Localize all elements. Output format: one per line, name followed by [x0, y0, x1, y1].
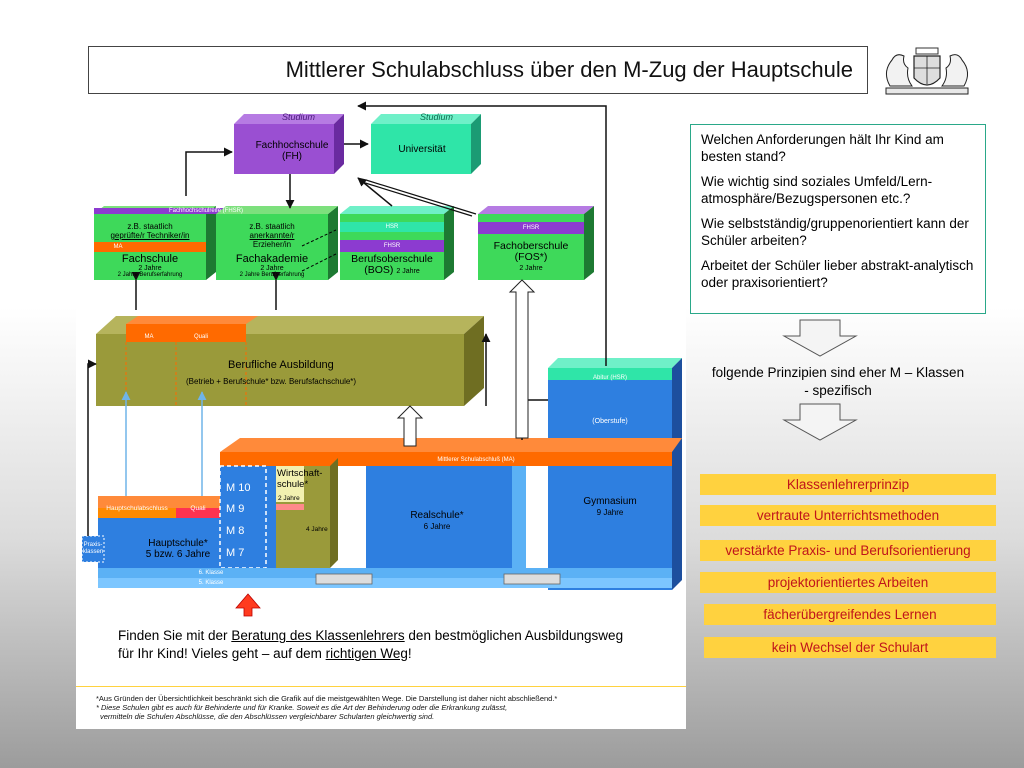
abitur-label: Abitur (HSR): [592, 375, 627, 381]
praxisklassen-label: Praxis-klassen: [82, 542, 104, 555]
fachakademie-name: Fachakademie: [235, 253, 309, 265]
footnote-2: * Diese Schulen gibt es auch für Behinde…: [96, 703, 508, 712]
ausbildung-name: Berufliche Ausbildung: [228, 359, 334, 371]
advice-text-1: Finden Sie mit der: [118, 628, 232, 643]
principle-unterrichtsmethoden: vertraute Unterrichtsmethoden: [700, 505, 996, 526]
fachschule-name: Fachschule: [121, 253, 179, 265]
footnote-3: vermitteln die Schulen Abschlüsse, die d…: [100, 712, 435, 721]
principle-faecheruebergreifend: fächerübergreifendes Lernen: [704, 604, 996, 625]
questions-box: Welchen Anforderungen hält Ihr Kind am b…: [690, 124, 986, 314]
gymnasium-years: 9 Jahre: [596, 508, 624, 517]
principle-berufsorientierung: verstärkte Praxis- und Berufsorientierun…: [700, 540, 996, 561]
question-1: Welchen Anforderungen hält Ihr Kind am b…: [701, 132, 944, 164]
fh-label: Fachhochschule (FH): [252, 140, 332, 162]
advice-link-richtiger-weg[interactable]: richtigen Weg: [325, 646, 408, 661]
hauptschule-label: Hauptschule* 5 bzw. 6 Jahre: [136, 538, 220, 560]
fachakademie-label: z.B. staatlich anerkannte/r Erzieher/in: [220, 222, 324, 249]
bos-hsr: HSR: [385, 224, 399, 230]
m-class-8: M 8: [226, 525, 245, 537]
m-class-7: M 7: [226, 547, 245, 559]
hauptschule-years: 5 bzw. 6 Jahre: [145, 549, 211, 560]
gymnasium-name: Gymnasium: [583, 496, 637, 507]
title-box: Mittlerer Schulabschluss über den M-Zug …: [88, 46, 868, 94]
down-arrow-icon: [782, 319, 858, 357]
studium-label-fh: Studium: [282, 112, 316, 122]
question-3: Wie selbstständig/gruppenorientiert kann…: [701, 216, 969, 248]
studium-label-uni: Studium: [420, 112, 454, 122]
fachakademie-line2: anerkannte/r: [249, 231, 295, 240]
universitaet-label: Universität: [398, 144, 446, 155]
fos-label: Fachoberschule (FOS*) 2 Jahre: [480, 241, 582, 274]
school-system-diagram: Studium Studium Fachhochschule (FH) Univ…: [76, 96, 686, 729]
wirtschaftsschule-4-jahre: 4 Jahre: [306, 526, 328, 533]
divider: [76, 686, 686, 687]
fos-abbr: (FOS*): [514, 251, 548, 263]
ausbildung-quali: Quali: [193, 334, 208, 340]
klasse-6-label: 6. Klasse: [198, 570, 224, 576]
m-class-10: M 10: [226, 482, 251, 494]
wirtschaftsschule-2-jahre: 2 Jahre: [278, 495, 300, 502]
oberstufe-label: (Oberstufe): [592, 418, 628, 425]
principle-klassenlehrerprinzip: Klassenlehrerprinzip: [700, 474, 996, 495]
bos-abbr: (BOS): [364, 264, 394, 276]
footnotes: *Aus Gründen der Übersichtlichkeit besch…: [96, 694, 686, 721]
principles-note: folgende Prinzipien sind eher M – Klasse…: [711, 365, 965, 398]
ausbildung-ma: MA: [144, 334, 154, 340]
advice-text-3: !: [407, 646, 412, 661]
m-class-9: M 9: [226, 503, 245, 515]
fachakademie-line3: Erzieher/in: [252, 240, 292, 249]
down-arrow-icon: [782, 403, 858, 441]
fachakademie-line1: z.B. staatlich: [249, 222, 295, 231]
bos-years: 2 Jahre: [396, 268, 420, 275]
fos-name: Fachoberschule: [493, 240, 569, 252]
realschule-name: Realschule*: [410, 510, 464, 521]
bos-label: Berufsoberschule (BOS) 2 Jahre: [342, 254, 442, 277]
fh-abbr: (FH): [282, 151, 302, 162]
msa-label: Mittlerer Schulabschluß (MA): [437, 457, 515, 463]
hauptschulabschluss-label: Hauptschulabschluss: [106, 505, 168, 512]
principle-projektorientiert: projektorientiertes Arbeiten: [700, 572, 996, 593]
m-classes: M 10 M 9 M 8 M 7: [220, 479, 266, 569]
advice-text-2: den bestmöglichen Ausbildungsweg für Ihr…: [118, 628, 624, 661]
fos-fhsr: FHSR: [522, 225, 540, 231]
fachschule-ma: MA: [113, 244, 123, 250]
fos-years: 2 Jahre: [519, 265, 543, 272]
bos-name: Berufsoberschule: [351, 253, 433, 265]
principle-kein-wechsel: kein Wechsel der Schulart: [704, 637, 996, 658]
wirtschaftsschule-name: Wirtschaft-schule*: [277, 468, 323, 490]
fachschule-line2: geprüfte/r Techniker/in: [110, 231, 190, 240]
fachschule-years: 2 Jahre: [138, 265, 162, 272]
fachschule-line1: z.B. staatlich: [127, 222, 173, 231]
fachschule-note: 2 Jahre Berufserfahrung: [117, 272, 183, 278]
coat-of-arms-icon: [872, 42, 982, 100]
ausbildung-detail: (Betrieb + Berufschule* bzw. Berufsfachs…: [186, 377, 357, 386]
question-2: Wie wichtig sind soziales Umfeld/Lern-at…: [701, 174, 933, 206]
fachschule-label: z.B. staatlich geprüfte/r Techniker/in: [98, 222, 202, 240]
page-title: Mittlerer Schulabschluss über den M-Zug …: [285, 57, 853, 82]
fachakademie-years: 2 Jahre: [260, 265, 284, 272]
advice-link-klassenlehrer[interactable]: Beratung des Klassenlehrers: [231, 628, 405, 643]
bos-fhsr: FHSR: [383, 243, 401, 249]
question-4: Arbeitet der Schüler lieber abstrakt-ana…: [701, 258, 974, 290]
fachakademie-note: 2 Jahre Berufserfahrung: [239, 272, 305, 278]
fh-name: Fachhochschule: [255, 140, 329, 151]
quali-label: Quali: [190, 505, 206, 512]
realschule-years: 6 Jahre: [423, 522, 451, 531]
advice-note: Finden Sie mit der Beratung des Klassenl…: [118, 627, 638, 663]
klasse-5-label: 5. Klasse: [198, 580, 224, 586]
hauptschule-name: Hauptschule*: [148, 538, 208, 549]
footnote-1: *Aus Gründen der Übersichtlichkeit besch…: [96, 694, 558, 703]
realschule-label: Realschule* 6 Jahre: [372, 510, 502, 532]
fhsr-top-label: Fachhochschulreife (FHSR): [168, 208, 244, 214]
gymnasium-label: Gymnasium 9 Jahre: [552, 496, 668, 518]
